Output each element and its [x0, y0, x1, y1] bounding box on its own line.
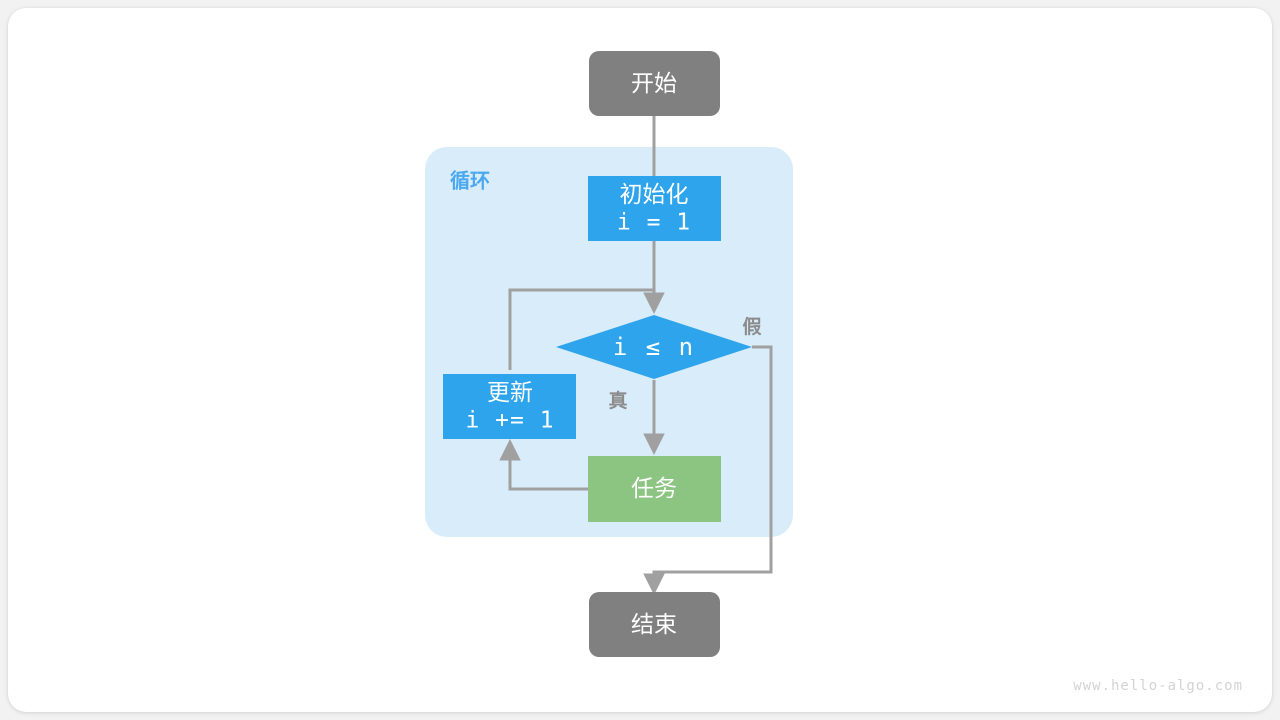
node-update-shape	[443, 374, 576, 439]
loop-group-label: 循环	[450, 168, 490, 192]
node-start-shape	[589, 51, 720, 116]
edge-update-to-cond	[508, 288, 654, 370]
node-start-label: 开始	[631, 70, 677, 96]
node-update[interactable]: 更新 i += 1	[443, 374, 576, 439]
node-condition[interactable]: i ≤ n	[556, 315, 752, 379]
node-init-label: 初始化	[620, 181, 689, 207]
node-end-label: 结束	[631, 611, 677, 637]
branch-label-false: 假	[742, 315, 761, 338]
node-end[interactable]: 结束	[589, 592, 720, 657]
node-task-label: 任务	[631, 475, 677, 501]
edge-task-to-update	[499, 438, 588, 491]
node-init-shape	[588, 176, 721, 241]
node-init[interactable]: 初始化 i = 1	[588, 176, 721, 241]
branch-label-true: 真	[608, 389, 627, 412]
node-task[interactable]: 任务	[588, 456, 721, 522]
node-start[interactable]: 开始	[589, 51, 720, 116]
node-update-sublabel: i += 1	[465, 408, 554, 434]
node-update-label: 更新	[487, 379, 533, 405]
watermark-text: www.hello-algo.com	[1073, 678, 1243, 694]
node-end-shape	[589, 592, 720, 657]
node-condition-label: i ≤ n	[613, 333, 695, 361]
edge-cond-to-end	[643, 345, 773, 596]
node-task-shape	[588, 456, 721, 522]
node-init-sublabel: i = 1	[617, 210, 691, 236]
node-condition-shape	[556, 315, 752, 379]
